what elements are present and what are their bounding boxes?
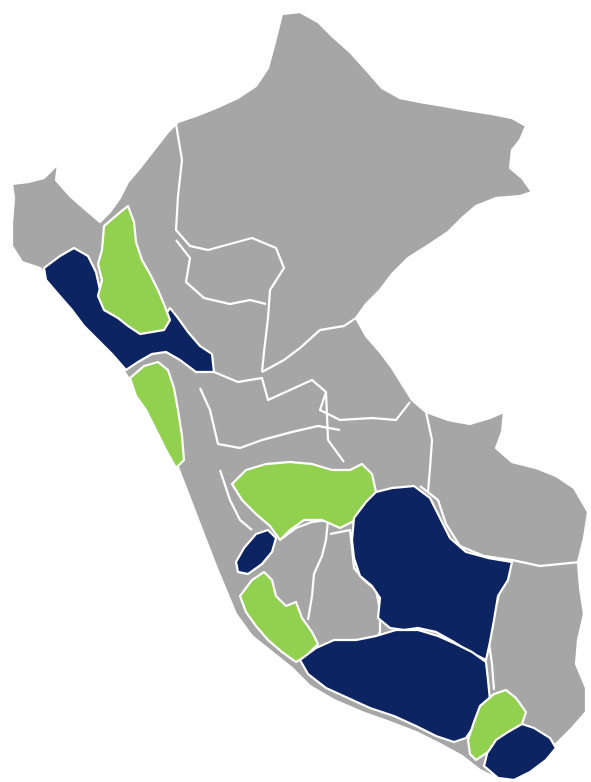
border-line	[419, 485, 581, 568]
border-line	[279, 518, 330, 621]
border-line	[174, 123, 286, 373]
border-line	[261, 317, 357, 373]
border-line	[213, 370, 411, 422]
border-line	[424, 411, 434, 493]
region-ica-coast	[238, 570, 320, 664]
region-lima-island	[234, 528, 278, 576]
region-ancash-coast	[128, 360, 186, 470]
region-arequipa-moquegua	[298, 628, 492, 744]
region-cajamarca	[96, 204, 172, 336]
border-line	[198, 387, 341, 450]
border-line	[218, 469, 253, 531]
border-line	[324, 391, 345, 463]
country-outline	[10, 10, 590, 782]
border-line	[175, 239, 267, 306]
region-puno-south	[466, 688, 528, 762]
region-cusco-apurimac	[350, 484, 514, 662]
